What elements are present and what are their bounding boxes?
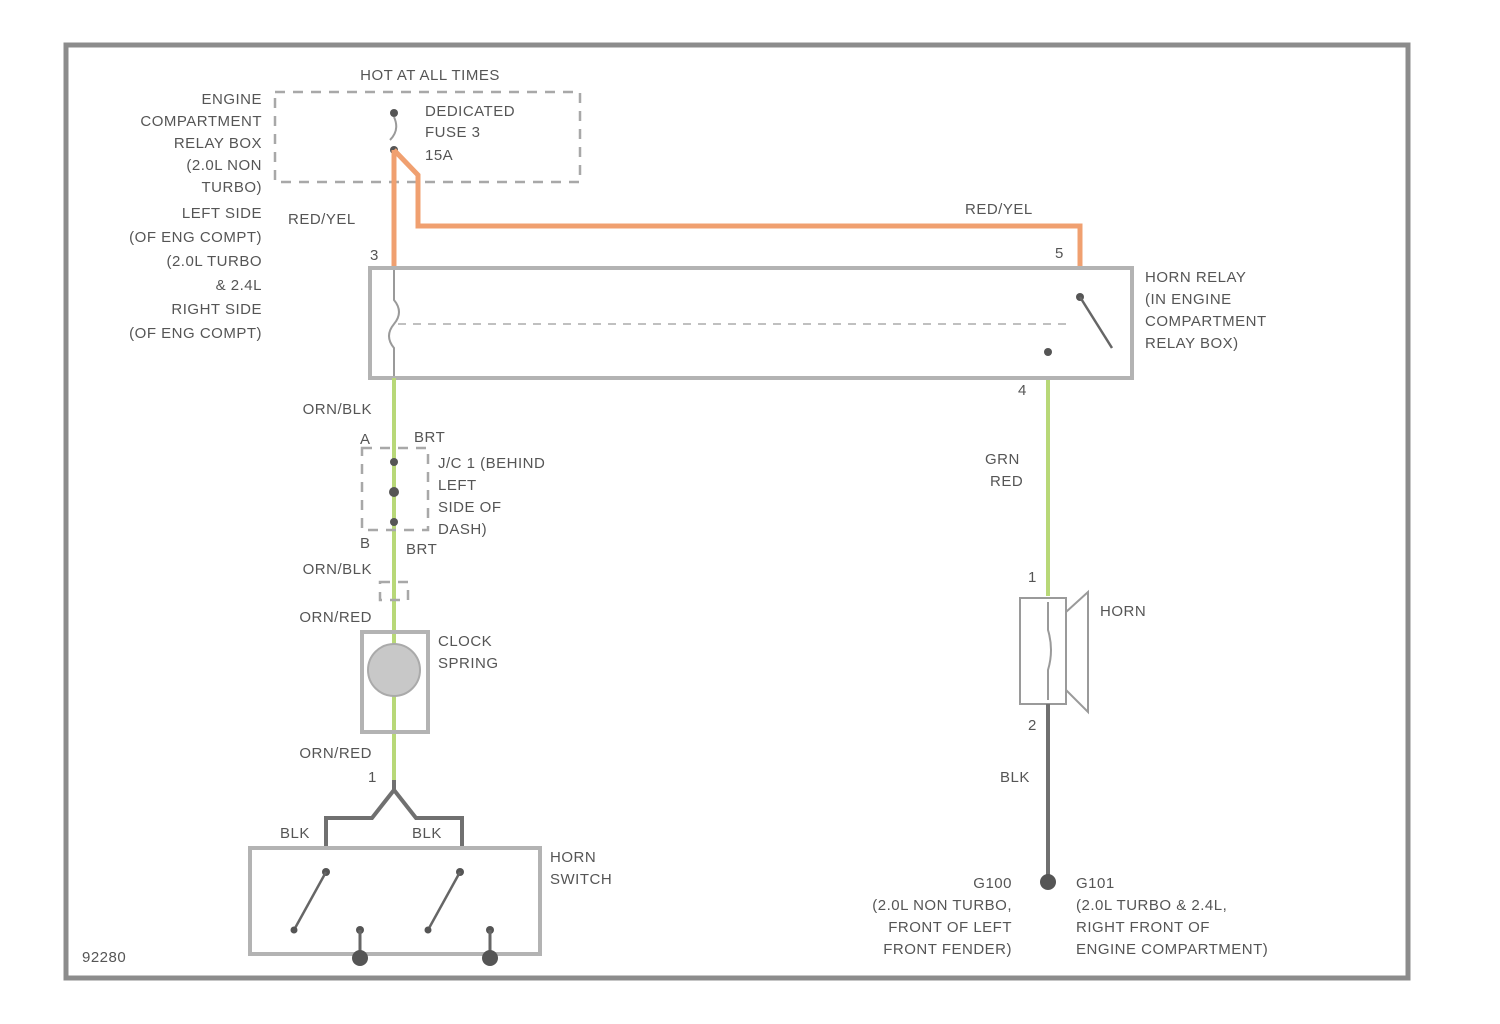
relay-pin-5: 5: [1055, 245, 1064, 262]
horn-switch-box: [250, 848, 540, 954]
diagram-frame: [66, 45, 1408, 978]
horn-label: HORN: [1100, 603, 1146, 620]
svg-text:COMPARTMENT: COMPARTMENT: [1145, 313, 1267, 330]
ground-symbol-1: [352, 950, 368, 966]
clock-spring-label: CLOCK SPRING: [438, 633, 499, 672]
wire-orn-blk-2-label: ORN/BLK: [303, 561, 372, 578]
svg-text:DASH): DASH): [438, 521, 487, 538]
switch-1-arm: [294, 872, 326, 930]
svg-text:DEDICATED: DEDICATED: [425, 103, 515, 120]
junction-connector-label: J/C 1 (BEHIND LEFT SIDE OF DASH): [438, 455, 545, 538]
svg-text:TURBO): TURBO): [202, 179, 263, 196]
svg-text:RIGHT SIDE: RIGHT SIDE: [171, 301, 262, 318]
svg-text:(OF ENG COMPT): (OF ENG COMPT): [129, 325, 262, 342]
jc-terminal-top: [390, 458, 398, 466]
svg-text:(2.0L TURBO & 2.4L,: (2.0L TURBO & 2.4L,: [1076, 897, 1227, 914]
relay-contact-bottom: [1044, 348, 1052, 356]
jc-splice: [389, 487, 399, 497]
wire-blk-left: [326, 780, 394, 848]
horn-relay-label: HORN RELAY (IN ENGINE COMPARTMENT RELAY …: [1145, 269, 1267, 352]
svg-text:FRONT FENDER): FRONT FENDER): [883, 941, 1012, 958]
svg-text:FRONT OF LEFT: FRONT OF LEFT: [888, 919, 1012, 936]
wire-orn-blk-1-label: ORN/BLK: [303, 401, 372, 418]
svg-text:& 2.4L: & 2.4L: [216, 277, 262, 294]
svg-text:G101: G101: [1076, 875, 1115, 892]
hot-label: HOT AT ALL TIMES: [360, 67, 500, 84]
jc-pin-a: A: [360, 431, 371, 448]
horn-ground-symbol: [1040, 874, 1056, 890]
svg-text:RELAY BOX: RELAY BOX: [174, 135, 262, 152]
svg-text:SPRING: SPRING: [438, 655, 499, 672]
svg-text:CLOCK: CLOCK: [438, 633, 492, 650]
fuse-element: [390, 117, 396, 140]
svg-text:COMPARTMENT: COMPARTMENT: [140, 113, 262, 130]
horn-switch-label: HORN SWITCH: [550, 849, 612, 888]
clock-spring-icon: [368, 644, 420, 696]
svg-text:SWITCH: SWITCH: [550, 871, 612, 888]
jc-terminal-bottom: [390, 518, 398, 526]
svg-text:(OF ENG COMPT): (OF ENG COMPT): [129, 229, 262, 246]
svg-text:J/C 1 (BEHIND: J/C 1 (BEHIND: [438, 455, 545, 472]
svg-text:15A: 15A: [425, 147, 453, 164]
svg-text:SIDE OF: SIDE OF: [438, 499, 502, 516]
jc-pin-b: B: [360, 535, 371, 552]
wire-blk-horn-label: BLK: [1000, 769, 1030, 786]
svg-text:ENGINE: ENGINE: [201, 91, 262, 108]
switch-2-pivot: [425, 927, 432, 934]
svg-text:G100: G100: [973, 875, 1012, 892]
wire-red-yel-right-label: RED/YEL: [965, 201, 1033, 218]
wire-red-yel-left-label: RED/YEL: [288, 211, 356, 228]
svg-text:(2.0L TURBO: (2.0L TURBO: [166, 253, 262, 270]
ground-1-label: G100 (2.0L NON TURBO, FRONT OF LEFT FRON…: [872, 875, 1012, 958]
svg-text:(2.0L NON TURBO,: (2.0L NON TURBO,: [872, 897, 1012, 914]
horn-bell: [1066, 592, 1088, 712]
connector-2-label: BRT: [406, 541, 437, 558]
switch-1-pivot: [291, 927, 298, 934]
figure-id: 92280: [82, 949, 126, 966]
svg-text:LEFT: LEFT: [438, 477, 477, 494]
svg-text:RELAY BOX): RELAY BOX): [1145, 335, 1239, 352]
fuse-top-terminal: [390, 109, 398, 117]
svg-text:RED: RED: [990, 473, 1023, 490]
svg-text:FUSE 3: FUSE 3: [425, 124, 481, 141]
svg-text:(IN ENGINE: (IN ENGINE: [1145, 291, 1232, 308]
svg-text:(2.0L NON: (2.0L NON: [186, 157, 262, 174]
fuse-label: DEDICATED FUSE 3 15A: [425, 103, 515, 164]
svg-text:RIGHT FRONT OF: RIGHT FRONT OF: [1076, 919, 1210, 936]
horn-pin-1: 1: [1028, 569, 1037, 586]
wire-orn-red-2-label: ORN/RED: [299, 745, 372, 762]
clock-pin-1: 1: [368, 769, 377, 786]
wire-grn-red-label: GRN RED: [985, 451, 1023, 490]
switch-2-arm: [428, 872, 460, 930]
relay-pin-4: 4: [1018, 382, 1027, 399]
horn-pin-2: 2: [1028, 717, 1037, 734]
relay-coil: [389, 270, 399, 376]
svg-text:GRN: GRN: [985, 451, 1020, 468]
connector-1-label: BRT: [414, 429, 445, 446]
ground-2-label: G101 (2.0L TURBO & 2.4L, RIGHT FRONT OF …: [1076, 875, 1268, 958]
svg-text:LEFT SIDE: LEFT SIDE: [182, 205, 262, 222]
svg-text:HORN: HORN: [550, 849, 596, 866]
relay-pin-3: 3: [370, 247, 379, 264]
ground-symbol-2: [482, 950, 498, 966]
horn-coil: [1048, 602, 1051, 700]
wire-blk-right-label: BLK: [412, 825, 442, 842]
wire-blk-left-label: BLK: [280, 825, 310, 842]
relay-switch-arm: [1080, 297, 1112, 348]
svg-text:ENGINE COMPARTMENT): ENGINE COMPARTMENT): [1076, 941, 1268, 958]
svg-text:HORN RELAY: HORN RELAY: [1145, 269, 1246, 286]
horn-body: [1020, 598, 1066, 704]
wire-orn-red-1-label: ORN/RED: [299, 609, 372, 626]
fusebox-label: ENGINE COMPARTMENT RELAY BOX (2.0L NON T…: [129, 91, 262, 342]
